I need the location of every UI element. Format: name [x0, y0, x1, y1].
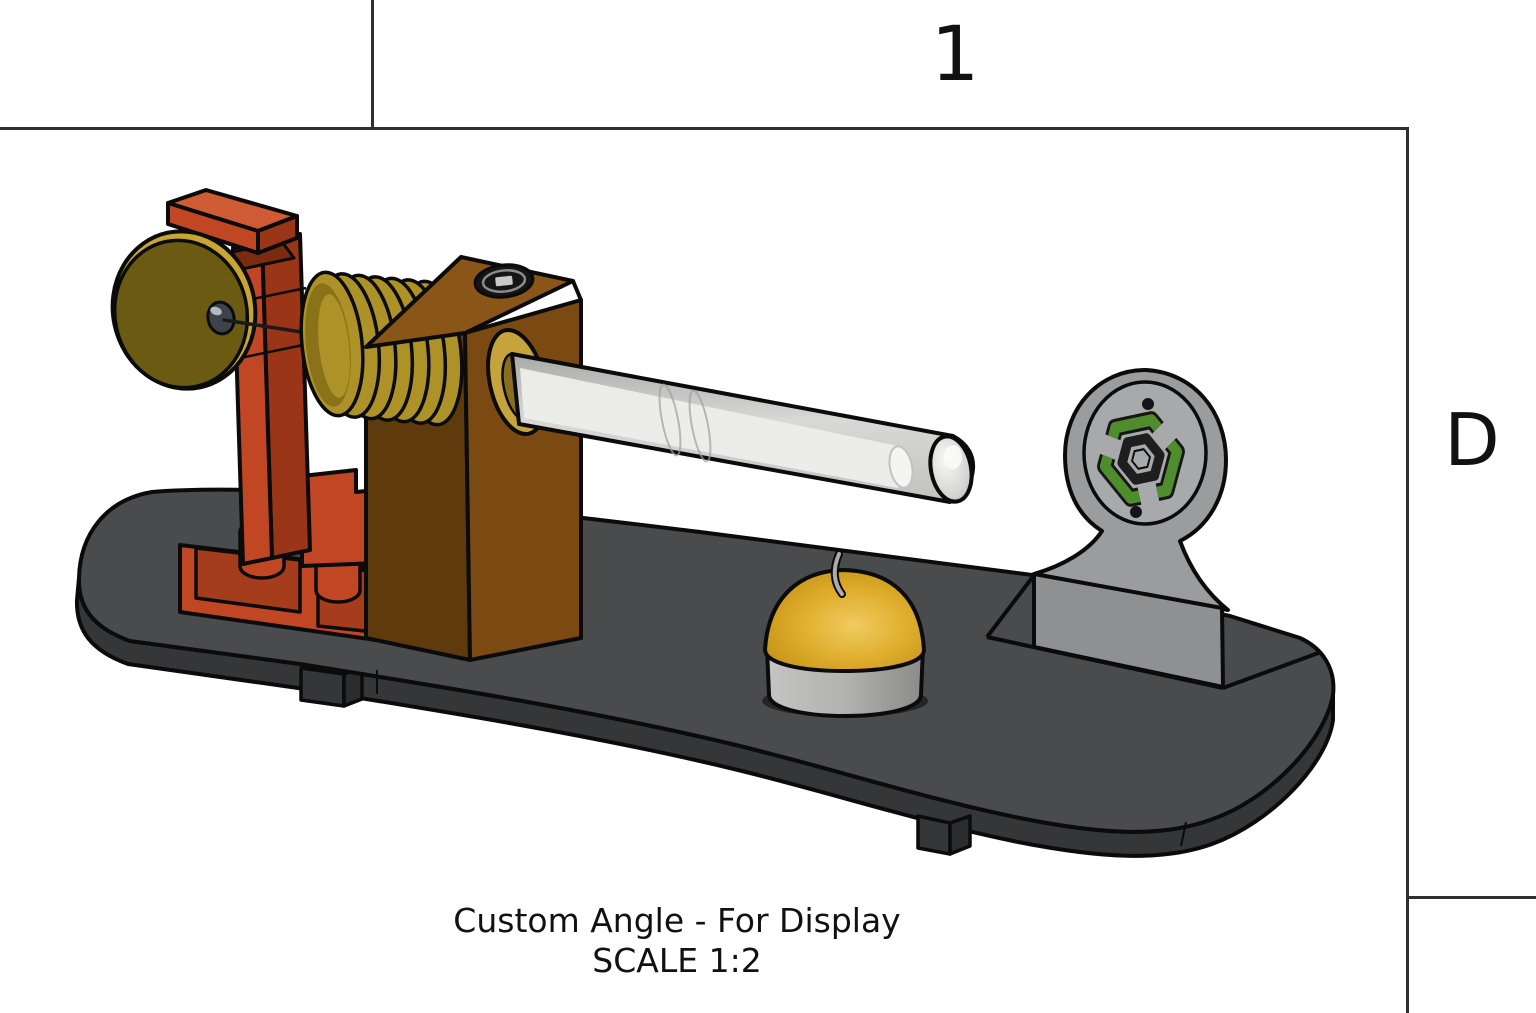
tube-seam2	[688, 389, 712, 463]
block-screw-slot	[495, 275, 513, 287]
baseplate-foot2-side	[948, 814, 972, 856]
view-caption: Custom Angle - For Display SCALE 1:2	[417, 901, 937, 981]
view-caption-title: Custom Angle - For Display	[453, 901, 901, 940]
baseplate-foot2-front	[916, 814, 952, 856]
hex-logo-center	[1131, 448, 1151, 470]
sheet-zone-row-tick	[1406, 896, 1536, 899]
glass-tube	[510, 352, 976, 504]
tube-cap-highlight	[944, 445, 962, 469]
candle-wax-dome	[762, 567, 927, 674]
zone-row-label: D	[1444, 398, 1500, 482]
hex-logo	[1097, 411, 1185, 507]
bracket-cap-side	[256, 214, 299, 255]
tube-piston	[520, 368, 910, 488]
sheet-zone-border-right	[1406, 127, 1409, 1013]
baseplate-foot-front	[299, 666, 346, 708]
baseplate-slot	[985, 572, 1322, 690]
block-screw-ring	[481, 269, 527, 293]
sheet-zone-column-tick	[371, 0, 374, 130]
sheet-zone-border-top	[0, 127, 1407, 130]
candle-wick	[832, 552, 844, 596]
displacer-block-top	[364, 255, 583, 349]
hex-logo-inner-ring	[1117, 433, 1165, 485]
flywheel-face	[112, 238, 250, 390]
tea-light-candle	[762, 550, 928, 719]
bracket-column-seam2	[239, 342, 309, 360]
tube-stand	[1032, 368, 1230, 689]
flywheel-hub-highlight	[210, 306, 222, 316]
baseplate-edge-seam2	[1180, 821, 1187, 847]
coil-end-core	[318, 294, 350, 398]
tube-seam	[658, 383, 682, 457]
hex-logo-green	[1099, 414, 1183, 504]
zone-column-label: 1	[930, 9, 980, 98]
tube-piston-end	[888, 445, 914, 489]
block-bevel-edge	[571, 280, 583, 301]
stand-screw-top	[1142, 398, 1154, 410]
view-caption-scale: SCALE 1:2	[592, 941, 762, 980]
flywheel	[110, 229, 258, 391]
stand-screw-bottom	[1130, 506, 1142, 518]
